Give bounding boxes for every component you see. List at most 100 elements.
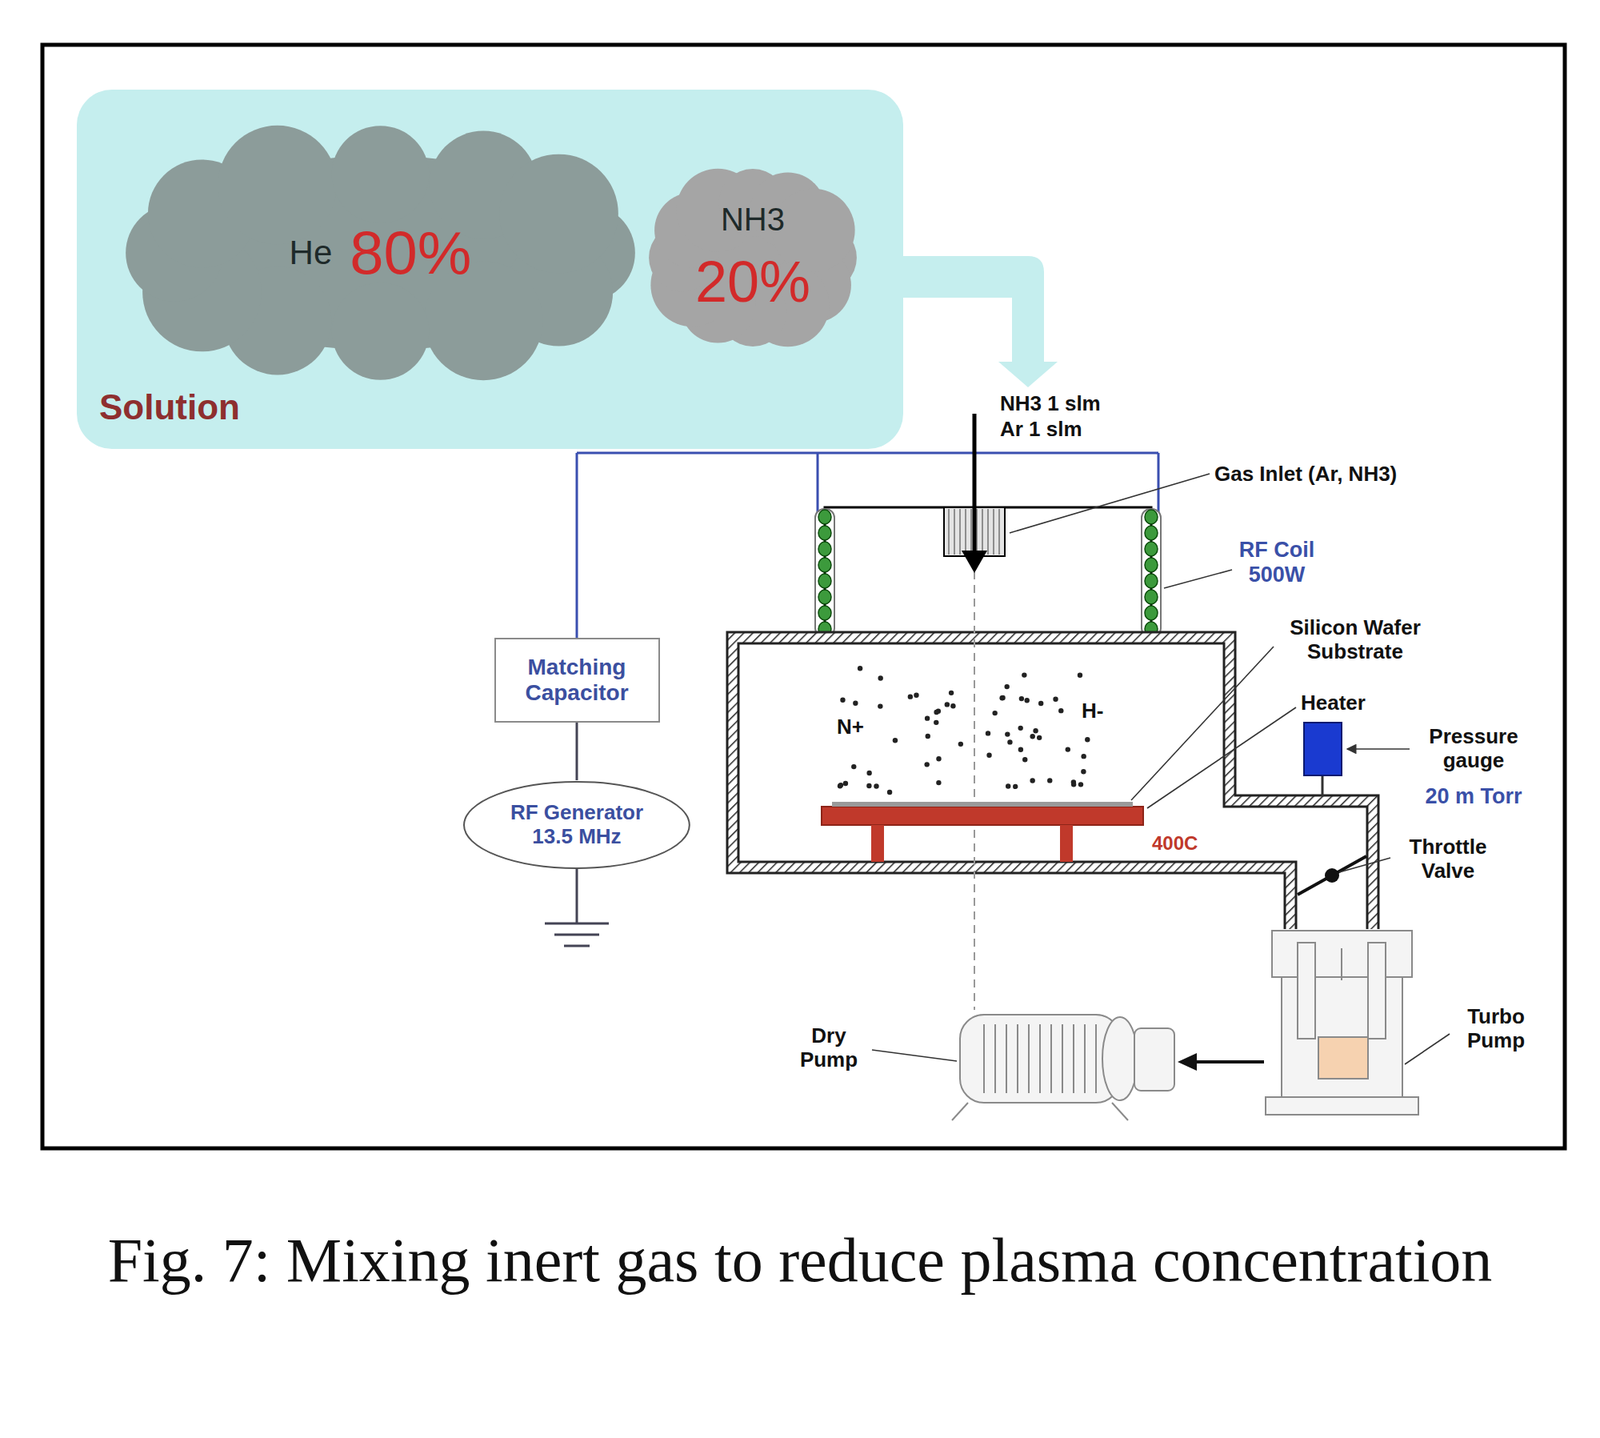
inlet-line (953, 508, 955, 555)
heater-leg (871, 824, 884, 862)
leader-line (1147, 707, 1296, 808)
coil-winding (1144, 525, 1158, 540)
connector-wire (575, 722, 578, 780)
pump-fin (1005, 1024, 1008, 1093)
coil-winding (1144, 557, 1158, 572)
leader-line (1164, 569, 1232, 588)
cloud-bump (499, 154, 619, 274)
part-label: Ar 1 slm (1000, 417, 1083, 442)
pressure-gauge (1304, 722, 1342, 776)
pump-fin (1039, 1024, 1041, 1093)
exhaust-arrow (1193, 1060, 1264, 1064)
turbo-pump-rotor (1368, 942, 1386, 1039)
part-label: Heater (1300, 691, 1366, 716)
inlet-line (987, 508, 988, 555)
inlet-line (970, 508, 972, 555)
part-label: Silicon Wafer Substrate (1263, 616, 1448, 664)
plasma-particle (1084, 736, 1090, 742)
plasma-particle (936, 756, 941, 761)
coil-winding (818, 573, 832, 588)
plasma-particle (1024, 697, 1030, 703)
dry-pump-fins (984, 1024, 1096, 1093)
rf-generator-circle: RF Generator 13.5 MHz (462, 780, 692, 870)
plasma-particle (1038, 700, 1044, 706)
dry-pump-body (960, 1014, 1120, 1103)
plasma-particle (1000, 695, 1005, 700)
pump-fin (994, 1024, 996, 1093)
plasma-particle (948, 690, 954, 696)
throttle-valve (1297, 856, 1367, 895)
figure-frame (42, 44, 1565, 1148)
plasma-particle (1005, 783, 1011, 788)
pump-fin (1095, 1024, 1097, 1093)
plasma-particle (999, 695, 1004, 700)
part-label: 400C (1152, 832, 1198, 855)
node-value: 80% (349, 217, 472, 288)
plasma-particle (1029, 777, 1035, 783)
leader-lines (872, 473, 1450, 1064)
plasma-particle (877, 703, 883, 708)
chamber-wall-hatch (732, 637, 1373, 929)
coil-winding (1144, 573, 1158, 588)
plasma-particle (1052, 696, 1058, 702)
turbo-pump-base (1265, 1096, 1419, 1115)
heater-leg (1060, 824, 1073, 862)
plasma-particle (1065, 746, 1071, 752)
gas-cloud: He 80% (117, 117, 644, 388)
plasma-particle (985, 730, 991, 736)
pump-fin (1016, 1024, 1019, 1093)
leader-line (1339, 857, 1391, 872)
dry-pump (952, 1014, 1175, 1120)
cloud-shape (648, 168, 857, 347)
pump-fin (1072, 1024, 1075, 1093)
pump-fin (983, 1024, 985, 1093)
inlet-line (964, 508, 966, 555)
plasma-particle (1004, 731, 1010, 736)
plasma-particle (866, 770, 872, 776)
part-label: 20 m Torr (1405, 784, 1542, 809)
cloud-bump (332, 125, 430, 224)
plasma-particle (944, 701, 950, 707)
plasma-particle (1018, 747, 1024, 752)
plasma-particle (1017, 725, 1023, 731)
plasma-particle (851, 764, 856, 769)
node-text: Solution (99, 387, 240, 428)
part-label: Turbo Pump (1448, 1004, 1544, 1053)
matching-capacitor-box: Matching Capacitor (494, 637, 660, 723)
coil-winding (818, 605, 832, 620)
node-text: RF Generator 13.5 MHz (500, 800, 653, 849)
plasma-particle (887, 789, 892, 795)
cloud-shape (125, 125, 636, 380)
cloud-bump (217, 125, 337, 245)
plasma-particle (1004, 684, 1009, 689)
plasma-particle (913, 692, 919, 697)
coil-housing (1141, 508, 1161, 637)
node-value: 20% (695, 248, 811, 316)
chamber-wall (732, 637, 1373, 929)
plasma-particle (892, 737, 898, 743)
heater (821, 806, 1144, 825)
leader-line (1404, 1033, 1450, 1064)
inlet-line (948, 508, 949, 555)
pump-fin (1050, 1024, 1052, 1093)
plasma-particle (838, 782, 844, 788)
pump-fin (1061, 1024, 1064, 1093)
node-text: Matching Capacitor (507, 654, 648, 706)
coil-winding (818, 541, 832, 556)
plasma-particle (1036, 735, 1042, 740)
gas-arrow (972, 413, 977, 552)
pump-fin (1028, 1024, 1030, 1093)
inlet-line (998, 508, 1000, 555)
plasma-particle (933, 720, 939, 725)
plasma-particle (857, 665, 863, 671)
plasma-particle (866, 783, 872, 788)
part-label: Gas Inlet (Ar, NH3) (1214, 462, 1397, 487)
part-label: Pressure gauge (1413, 724, 1534, 773)
part-label: H- (1081, 699, 1104, 724)
dry-pump-motor (1134, 1028, 1175, 1091)
node-text: He (289, 233, 333, 272)
plasma-particles (837, 665, 1091, 795)
plasma-particle (1047, 777, 1052, 783)
leader-line (1347, 748, 1410, 750)
